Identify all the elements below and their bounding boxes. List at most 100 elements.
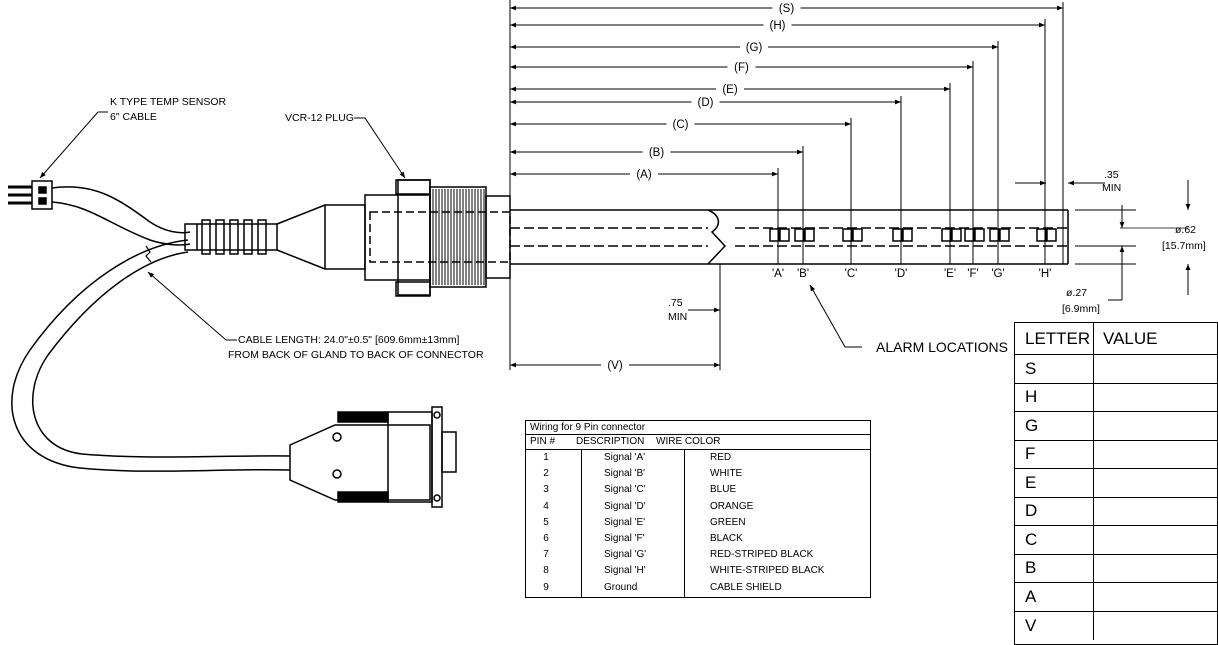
wire-color: GREEN xyxy=(710,516,746,528)
cable-length-line1: CABLE LENGTH: 24.0"±0.5" [609.6mm±13mm] xyxy=(238,334,460,346)
letter-row: B xyxy=(1015,554,1217,583)
wiring-row: 2 Signal 'B' WHITE xyxy=(526,466,870,482)
pin-description: Signal 'F' xyxy=(604,532,645,544)
wire-color: WHITE-STRIPED BLACK xyxy=(710,565,825,577)
wire-color: RED-STRIPED BLACK xyxy=(710,549,814,561)
wiring-row: 7 Signal 'G' RED-STRIPED BLACK xyxy=(526,547,870,563)
pin-number: 6 xyxy=(543,532,549,544)
alarm-locations-label: ALARM LOCATIONS xyxy=(876,339,1008,355)
min75-unit: MIN xyxy=(668,311,687,323)
pin-description: Signal 'D' xyxy=(604,500,646,512)
alarm-point-label: 'D' xyxy=(895,268,908,280)
pin-number: 7 xyxy=(543,549,549,561)
alarm-point-label: 'A' xyxy=(772,268,784,280)
temp-sensor-connector xyxy=(8,180,191,246)
letter-cell: H xyxy=(1025,387,1038,407)
header-description: DESCRIPTION xyxy=(576,436,645,447)
alarm-point-label: 'H' xyxy=(1039,268,1052,280)
pin-description: Signal 'G' xyxy=(604,549,647,561)
pin-number: 4 xyxy=(543,500,549,512)
letter-cell: V xyxy=(1025,615,1037,635)
alarm-point-label: 'G' xyxy=(991,268,1004,280)
pin-number: 9 xyxy=(543,581,549,593)
wiring-row: 6 Signal 'F' BLACK xyxy=(526,531,870,547)
main-cable xyxy=(11,239,291,472)
letter-cell: C xyxy=(1025,529,1038,549)
pin-number: 3 xyxy=(543,484,549,496)
letter-row: S xyxy=(1015,355,1217,384)
letter-row: H xyxy=(1015,383,1217,412)
wiring-table-title: Wiring for 9 Pin connector xyxy=(526,421,870,435)
wire-color: WHITE xyxy=(710,468,743,480)
dimension-lines xyxy=(509,0,1064,368)
alarm-point-label: 'B' xyxy=(797,268,809,280)
wire-color: RED xyxy=(710,452,732,463)
dimension-label: (H) xyxy=(770,20,786,32)
wire-color: ORANGE xyxy=(710,500,754,512)
letter-cell: B xyxy=(1025,558,1037,578)
alarm-point-label: 'E' xyxy=(944,268,956,280)
min35-value: .35 xyxy=(1104,169,1119,181)
plug-label: VCR-12 PLUG xyxy=(285,112,354,124)
pin-number: 8 xyxy=(543,565,549,577)
header-wire-color: WIRE COLOR xyxy=(656,436,721,447)
pin-description: Signal 'E' xyxy=(604,516,646,528)
pin-number: 5 xyxy=(543,516,549,528)
letter-table-header: LETTER VALUE xyxy=(1015,323,1217,355)
wire-color: BLUE xyxy=(710,484,737,496)
letter-cell: G xyxy=(1025,415,1039,435)
dimension-label: (A) xyxy=(636,169,652,181)
dimension-label: (S) xyxy=(779,3,795,15)
dia27-value: ø.27 xyxy=(1066,287,1087,299)
wiring-row: 8 Signal 'H' WHITE-STRIPED BLACK xyxy=(526,563,870,579)
dimension-label: (D) xyxy=(698,97,714,109)
wiring-row: 5 Signal 'E' GREEN xyxy=(526,515,870,531)
header-letter: LETTER xyxy=(1025,328,1091,348)
strain-relief xyxy=(184,204,366,270)
header-value: VALUE xyxy=(1103,328,1158,348)
letter-row: F xyxy=(1015,440,1217,469)
cable-length-line2: FROM BACK OF GLAND TO BACK OF CONNECTOR xyxy=(228,349,484,361)
letter-cell: E xyxy=(1025,472,1037,492)
dimension-labels: (S)(H)(G)(F)(E)(D)(C)(B)(A)(V) xyxy=(601,2,801,372)
alarm-point-label: 'F' xyxy=(967,268,978,280)
pin-number: 2 xyxy=(543,468,549,480)
letter-cell: D xyxy=(1025,501,1038,521)
letter-cell: S xyxy=(1025,358,1037,378)
letter-cell: A xyxy=(1025,586,1037,606)
pin-description: Signal 'H' xyxy=(604,565,646,577)
probe-tube xyxy=(510,209,1069,265)
pin-description: Signal 'A' xyxy=(604,452,646,463)
letter-row: E xyxy=(1015,469,1217,498)
dimension-label: (V) xyxy=(607,360,623,372)
dia27-mm: [6.9mm] xyxy=(1062,303,1100,315)
wire-color: BLACK xyxy=(710,532,743,544)
letter-row: D xyxy=(1015,497,1217,526)
dimension-label: (F) xyxy=(734,62,749,74)
dimension-label: (E) xyxy=(722,84,738,96)
pin-description: Signal 'C' xyxy=(604,484,646,496)
alarm-point-labels: 'A' 'B' 'C' 'D' 'E' 'F' 'G' 'H' xyxy=(772,268,1051,280)
alarm-point-label: 'C' xyxy=(845,268,858,280)
leader-lines xyxy=(39,111,1191,370)
pin-description: Signal 'B' xyxy=(604,468,646,480)
letter-row: V xyxy=(1015,611,1217,640)
letter-row: G xyxy=(1015,412,1217,441)
min75-value: .75 xyxy=(668,297,683,309)
letter-cell: F xyxy=(1025,444,1036,464)
wire-color: CABLE SHIELD xyxy=(710,581,782,593)
wiring-row: 4 Signal 'D' ORANGE xyxy=(526,499,870,515)
wiring-table: Wiring for 9 Pin connector PIN # DESCRIP… xyxy=(525,420,871,598)
sensor-label-line1: K TYPE TEMP SENSOR xyxy=(110,96,227,108)
sensor-label-line2: 6" CABLE xyxy=(110,111,157,123)
wiring-row: 3 Signal 'C' BLUE xyxy=(526,482,870,498)
letter-row: A xyxy=(1015,583,1217,612)
dia62-value: ø.62 xyxy=(1175,224,1196,236)
wiring-row: 9 Ground CABLE SHIELD xyxy=(526,580,870,596)
dimension-label: (C) xyxy=(673,119,689,131)
wiring-table-header: PIN # DESCRIPTION WIRE COLOR xyxy=(526,435,870,450)
pin-description: Ground xyxy=(604,581,638,593)
